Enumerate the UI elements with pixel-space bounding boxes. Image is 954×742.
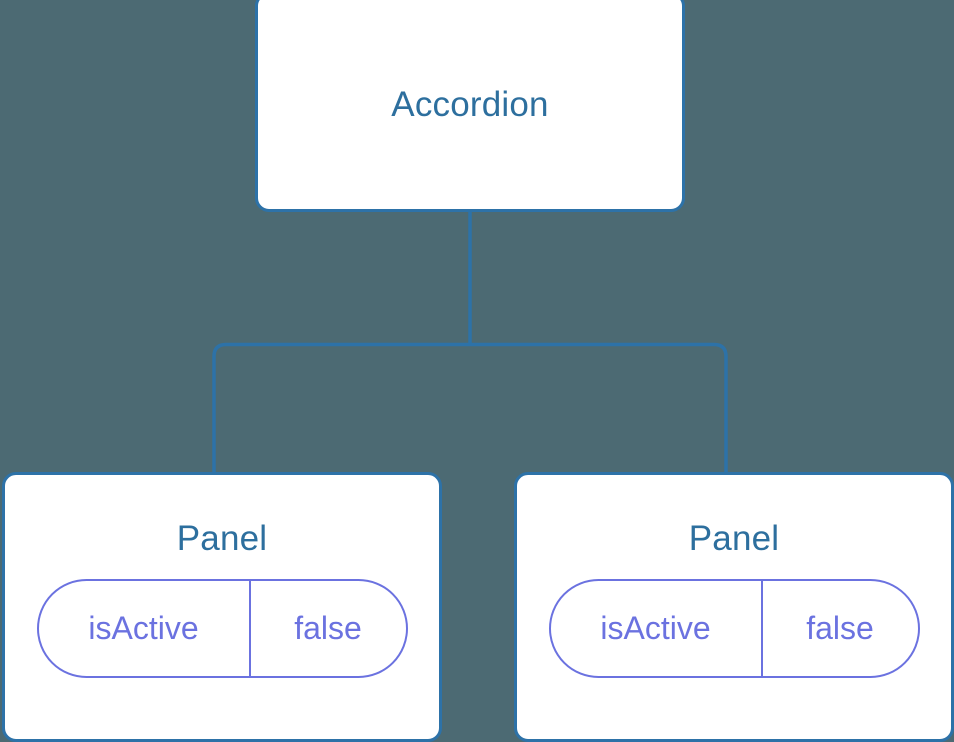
prop-key-is-active-right: isActive [551,581,763,676]
prop-key-is-active-left: isActive [39,581,251,676]
node-accordion[interactable]: Accordion [255,0,685,212]
prop-value-is-active-left: false [294,610,362,646]
node-panel-right-title: Panel [688,519,780,558]
prop-pill-is-active-left[interactable]: isActive false [36,579,408,678]
prop-value-is-active-right: false [806,610,874,646]
node-panel-left[interactable]: Panel isActive false [2,472,442,742]
prop-pill-is-active-right[interactable]: isActive false [548,579,920,678]
node-panel-right[interactable]: Panel isActive false [514,472,954,742]
node-panel-left-title: Panel [176,519,268,558]
connector-branch-left [212,342,470,474]
connector-branch-right [470,342,728,474]
node-accordion-title: Accordion [391,85,549,124]
